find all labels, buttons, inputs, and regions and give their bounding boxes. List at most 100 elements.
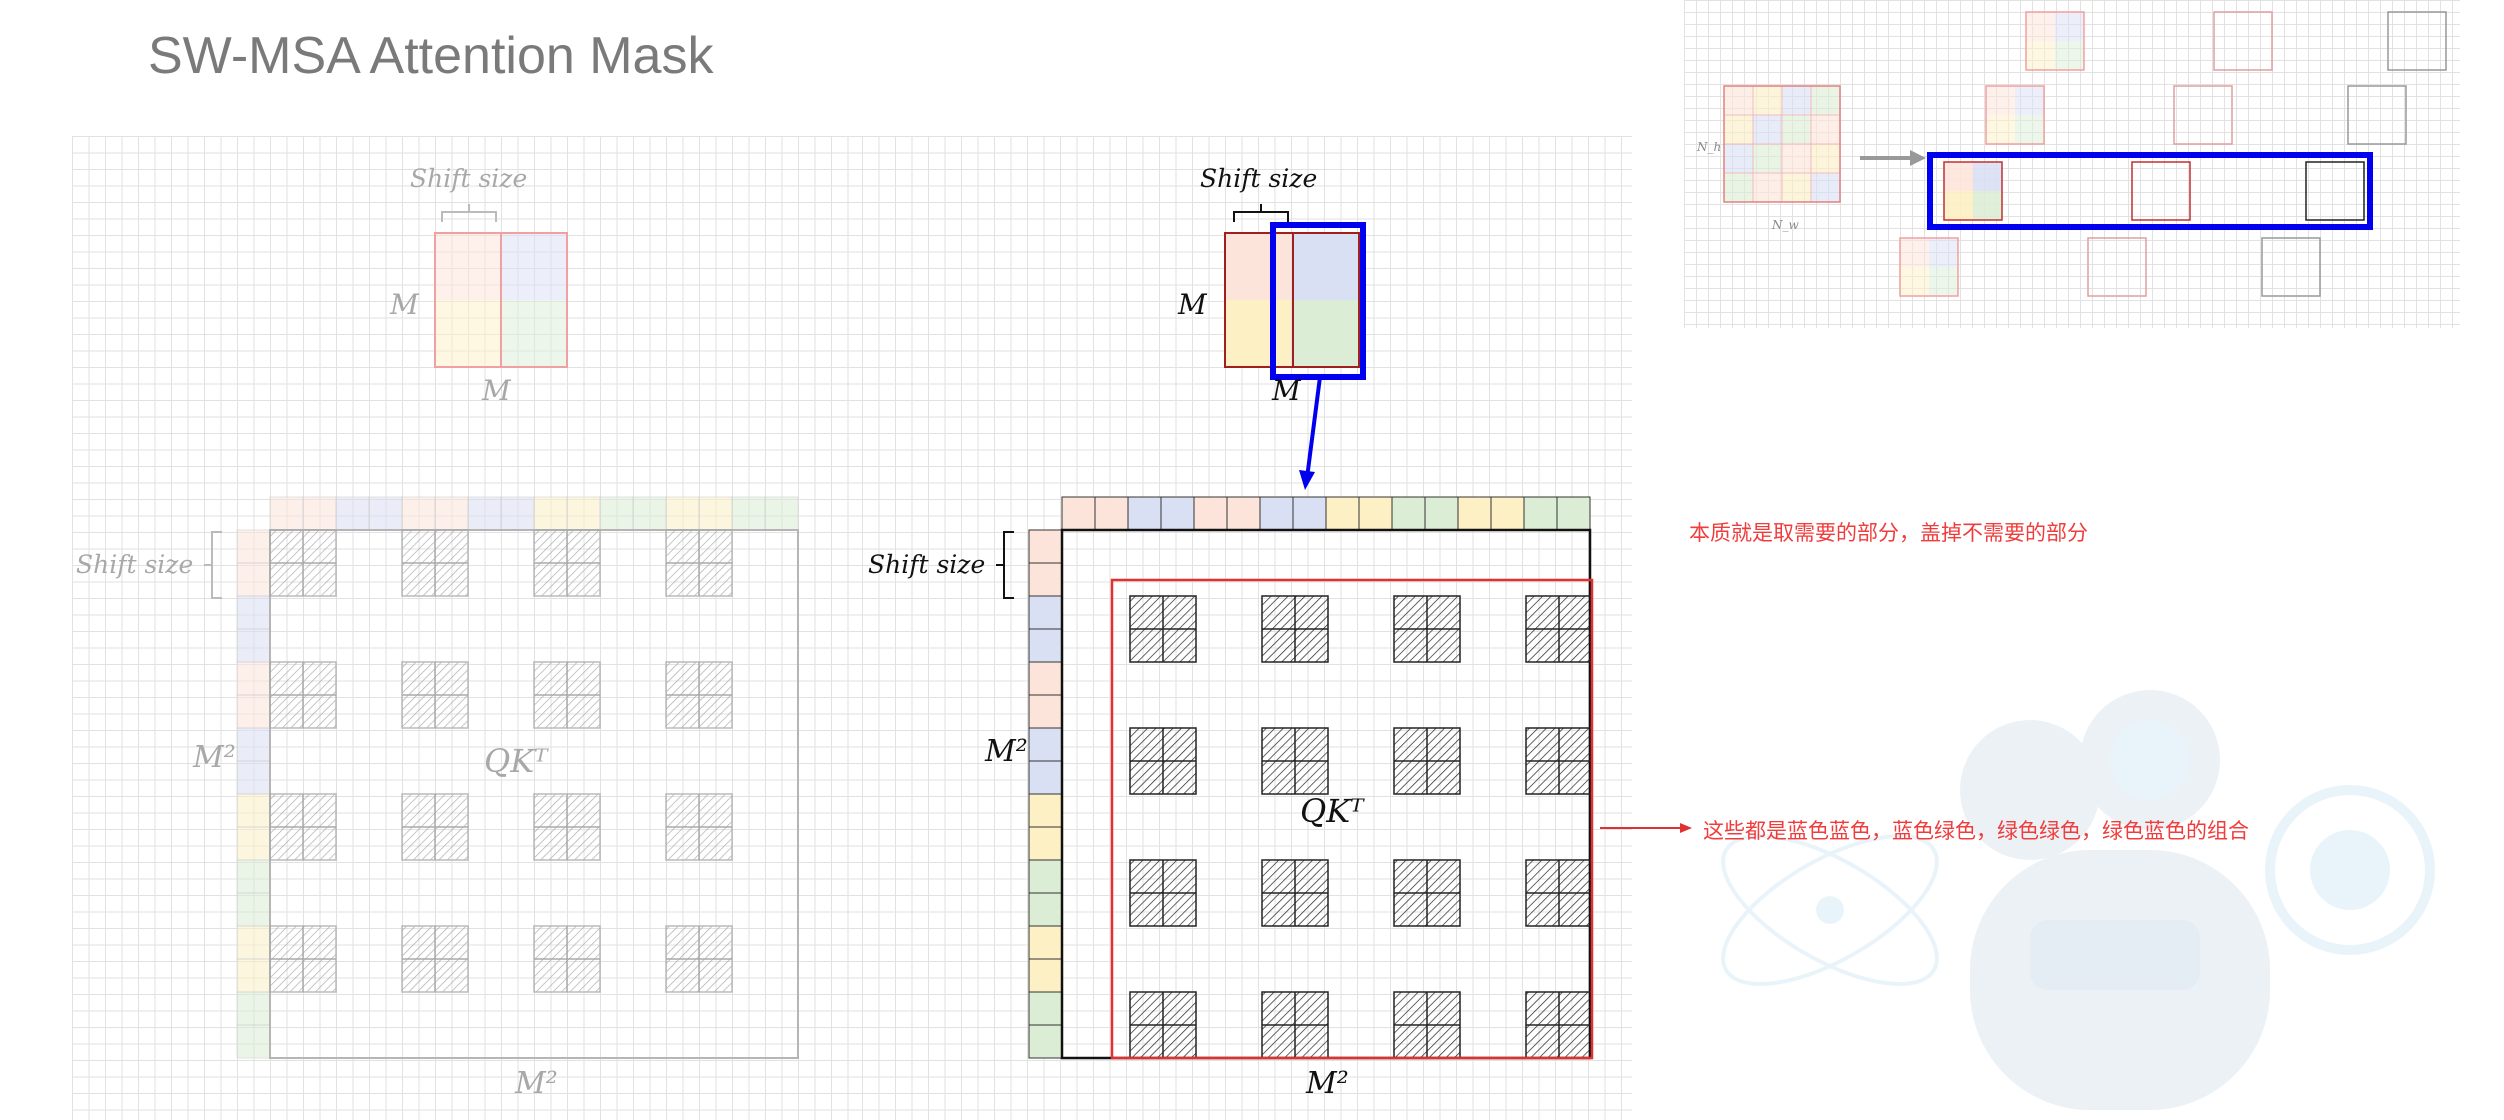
right-m2-side: M² <box>985 734 1028 769</box>
side-strip-cell <box>1028 793 1063 828</box>
side-strip-cell <box>236 1024 271 1059</box>
left-shift-size-top: Shift size <box>410 164 528 193</box>
thumb-row1-empty-box <box>2387 11 2447 71</box>
thumb-row2-window-q2 <box>2015 86 2044 115</box>
thumb-feature-map-cell <box>1723 114 1754 145</box>
thumb-feature-map-cell <box>1752 114 1783 145</box>
top-strip-cell <box>1160 496 1195 531</box>
right-m2-bottom: M² <box>1306 1066 1349 1101</box>
side-strip-cell <box>1028 529 1063 564</box>
thumb-feature-map-cell <box>1752 172 1783 203</box>
thumb-feature-map-outline <box>1723 85 1841 203</box>
side-strip-cell <box>236 529 271 564</box>
thumb-feature-map-cell <box>1810 172 1841 203</box>
top-strip-cell <box>467 496 502 531</box>
thumb-row4-window-outline <box>1899 237 1959 297</box>
window-q3 <box>435 300 501 367</box>
thumb-feature-map-cell <box>1752 85 1783 116</box>
highlight-arrow-head <box>1299 470 1315 490</box>
thumb-row4-qkt-box <box>2087 237 2147 297</box>
thumb-feature-map-cell <box>1810 85 1841 116</box>
thumb-row2-qkt-box <box>2173 85 2233 145</box>
side-strip-cell <box>1028 892 1063 927</box>
thumb-feature-map-cell <box>1723 143 1754 174</box>
side-strip-cell <box>1028 1024 1063 1059</box>
thumb-feature-map-cell <box>1752 143 1783 174</box>
top-strip-cell <box>1490 496 1525 531</box>
left-m2-side: M² <box>193 740 236 775</box>
thumb-feature-map-cell <box>1810 143 1841 174</box>
thumb-feature-map-cell <box>1781 172 1812 203</box>
robot-watermark-icon <box>1721 690 2435 1110</box>
side-strip-cell <box>236 595 271 630</box>
side-strip-cell <box>1028 562 1063 597</box>
shift-brace-top <box>1233 204 1289 222</box>
top-strip-cell <box>665 496 700 531</box>
thumb-feature-map-cell <box>1781 114 1812 145</box>
slide-title: SW-MSA Attention Mask <box>148 27 714 85</box>
right-m-bottom: M <box>1272 374 1301 407</box>
side-strip-cell <box>236 925 271 960</box>
thumb-feature-map-cell <box>1810 114 1841 145</box>
window-right-half-blue <box>1293 233 1359 300</box>
thumb-row3-window-q1 <box>1944 162 1973 191</box>
annotation-note-2: 这些都是蓝色蓝色，蓝色绿色，绿色绿色，绿色蓝色的组合 <box>1703 819 2249 843</box>
top-strip-cell <box>632 496 667 531</box>
top-strip-cell <box>566 496 601 531</box>
top-strip-cell <box>533 496 568 531</box>
side-strip-cell <box>236 661 271 696</box>
side-strip-cell <box>1028 661 1063 696</box>
thumb-nw-label: N_w <box>1772 218 1799 232</box>
thumb-row1-window-outline <box>2025 11 2085 71</box>
shift-brace-side <box>204 531 222 599</box>
thumb-row3-empty-box <box>2305 161 2365 221</box>
thumb-row4-window-q1 <box>1900 238 1929 267</box>
top-strip-cell <box>1226 496 1261 531</box>
window-left-half-yellow <box>1225 300 1291 367</box>
thumb-row4-window-q2 <box>1929 238 1958 267</box>
window-q4 <box>501 300 567 367</box>
left-m2-bottom: M² <box>515 1066 558 1101</box>
note-2-arrow-head <box>1680 823 1692 833</box>
thumb-row3-window-q4 <box>1973 191 2002 220</box>
top-strip-cell <box>1061 496 1096 531</box>
right-qkt-label: QKᵀ <box>1300 792 1364 830</box>
side-strip-cell <box>236 628 271 663</box>
top-strip-cell <box>599 496 634 531</box>
top-strip-cell <box>1358 496 1393 531</box>
thumb-row1-window-q3 <box>2026 41 2055 70</box>
right-shift-size-side: Shift size <box>868 550 986 579</box>
shift-brace-top <box>441 204 497 222</box>
side-strip-cell <box>236 793 271 828</box>
thumb-row2-window-q4 <box>2015 115 2044 144</box>
thumb-nh-label: N_h <box>1697 140 1722 154</box>
thumb-arrow-head <box>1910 150 1926 166</box>
thumb-feature-map-cell <box>1781 143 1812 174</box>
window-q1 <box>435 233 501 300</box>
side-strip-cell <box>1028 760 1063 795</box>
side-strip-cell <box>1028 727 1063 762</box>
thumb-row1-qkt-box <box>2213 11 2273 71</box>
annotation-note-1: 本质就是取需要的部分，盖掉不需要的部分 <box>1689 521 2088 545</box>
thumb-row4-empty-box <box>2261 237 2321 297</box>
thumb-row3-window-outline <box>1943 161 2003 221</box>
thumb-row1-window-q4 <box>2055 41 2084 70</box>
side-strip-cell <box>1028 826 1063 861</box>
left-qkt-label: QKᵀ <box>484 742 548 780</box>
mask-region-red-box <box>1110 578 1594 1060</box>
thumb-row1-window-q1 <box>2026 12 2055 41</box>
thumb-feature-map-cell <box>1723 172 1754 203</box>
thumb-feature-map-cell <box>1781 85 1812 116</box>
right-shift-size-top: Shift size <box>1200 164 1318 193</box>
thumb-row2-empty-box <box>2347 85 2407 145</box>
top-strip-cell <box>434 496 469 531</box>
top-strip-cell <box>1127 496 1162 531</box>
top-strip-cell <box>1424 496 1459 531</box>
top-strip-cell <box>1391 496 1426 531</box>
thumb-row3-window-q2 <box>1973 162 2002 191</box>
left-m-bottom: M <box>482 374 511 407</box>
left-m-side: M <box>390 288 419 321</box>
thumb-highlight-box <box>1927 152 2373 230</box>
